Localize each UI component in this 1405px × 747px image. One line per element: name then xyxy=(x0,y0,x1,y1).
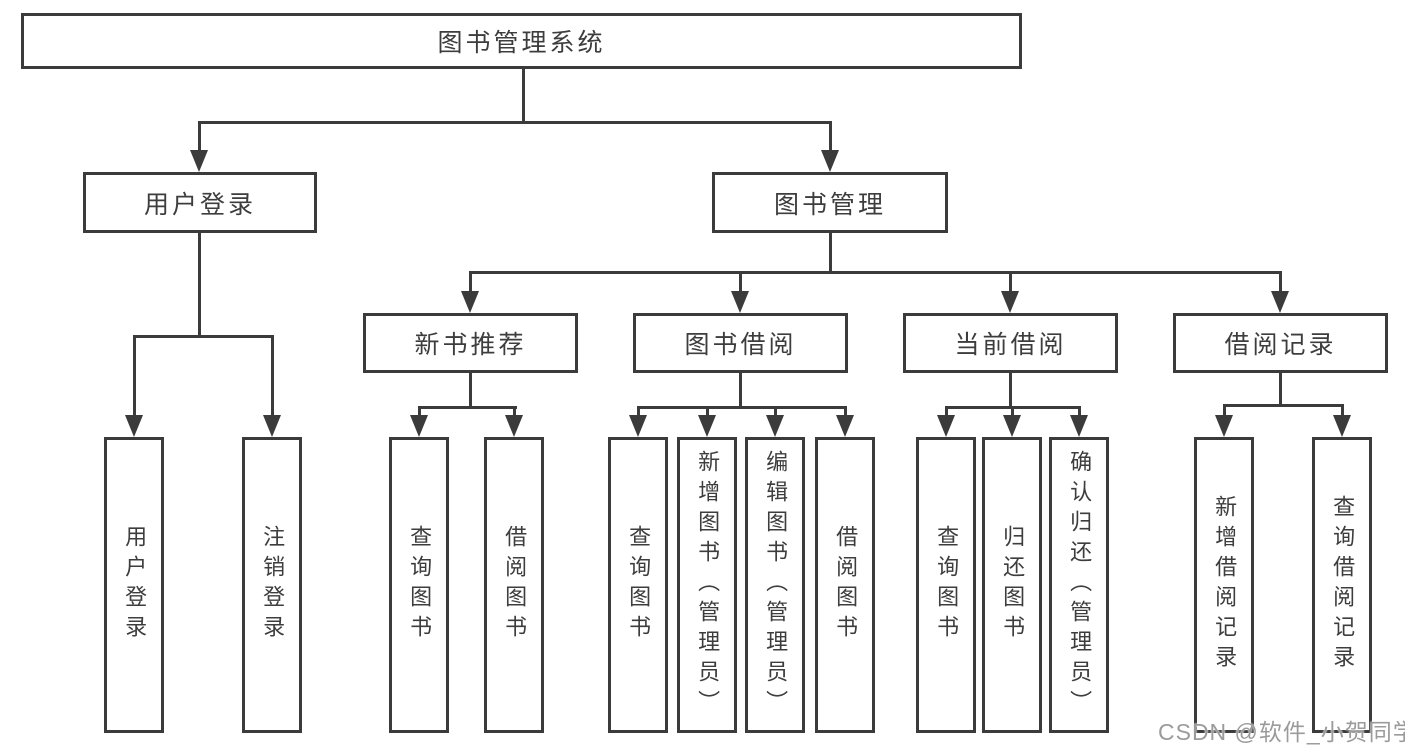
connector-line xyxy=(469,271,472,293)
watermark: CSDN @软件_小贺同学 xyxy=(1158,719,1405,745)
connector-line xyxy=(1078,406,1081,418)
connector-line xyxy=(513,406,516,418)
arrow-down-icon xyxy=(937,415,955,437)
arrow-down-icon xyxy=(629,415,647,437)
connector-line xyxy=(418,406,517,409)
connector-line xyxy=(844,406,847,418)
arrow-down-icon xyxy=(698,415,716,437)
node-leaf-logout: 注销登录 xyxy=(242,437,302,733)
node-leaf-return-books: 归还图书 xyxy=(982,437,1042,733)
node-leaf-edit-books-admin: 编辑图书（管理员） xyxy=(745,437,805,733)
node-library-management-system: 图书管理系统 xyxy=(21,13,1022,69)
node-leaf-add-books-admin: 新增图书（管理员） xyxy=(677,437,737,733)
node-new-book-recommend: 新书推荐 xyxy=(363,313,578,373)
node-leaf-query-books-2: 查询图书 xyxy=(608,437,668,733)
arrow-down-icon xyxy=(190,150,208,172)
connector-line xyxy=(418,406,421,418)
node-leaf-borrow-books-2: 借阅图书 xyxy=(815,437,875,733)
node-label: 用户登录 xyxy=(143,190,256,219)
connector-line xyxy=(829,233,832,274)
connector-line xyxy=(133,335,274,338)
node-label: 借阅图书 xyxy=(502,525,528,645)
connector-line xyxy=(469,271,1282,274)
arrow-down-icon xyxy=(410,415,428,437)
connector-line xyxy=(1279,373,1282,407)
connector-line xyxy=(829,121,832,153)
node-label: 新书推荐 xyxy=(414,331,527,359)
arrow-down-icon xyxy=(821,150,839,172)
arrow-down-icon xyxy=(731,291,749,313)
node-label: 编辑图书（管理员） xyxy=(763,450,789,720)
node-leaf-confirm-return-admin: 确认归还（管理员） xyxy=(1049,437,1109,733)
node-label: 当前借阅 xyxy=(954,331,1067,359)
node-user-login: 用户登录 xyxy=(83,172,317,233)
connector-line xyxy=(469,373,472,409)
arrow-down-icon xyxy=(1271,291,1289,313)
connector-line xyxy=(522,67,525,124)
connector-line xyxy=(1011,406,1014,418)
connector-line xyxy=(1009,271,1012,293)
connector-line xyxy=(1009,373,1012,409)
node-label: 图书管理系统 xyxy=(437,29,606,57)
node-leaf-borrow-books-1: 借阅图书 xyxy=(484,437,544,733)
node-label: 注销登录 xyxy=(260,525,286,645)
arrow-down-icon xyxy=(125,415,143,437)
connector-line xyxy=(706,406,709,418)
node-label: 新增图书（管理员） xyxy=(695,450,721,720)
connector-line xyxy=(1279,271,1282,293)
arrow-down-icon xyxy=(263,415,281,437)
node-label: 新增借阅记录 xyxy=(1212,495,1238,675)
node-label: 借阅记录 xyxy=(1224,331,1337,359)
connector-line xyxy=(774,406,777,418)
node-label: 用户登录 xyxy=(122,525,148,645)
connector-line xyxy=(739,373,742,409)
arrow-down-icon xyxy=(766,415,784,437)
connector-line xyxy=(133,335,136,417)
connector-line xyxy=(271,335,274,417)
connector-line xyxy=(198,121,832,124)
connector-line xyxy=(1341,404,1344,418)
connector-line xyxy=(198,233,201,338)
node-leaf-user-login: 用户登录 xyxy=(104,437,164,733)
node-label: 查询图书 xyxy=(934,525,960,645)
connector-line xyxy=(637,406,640,418)
node-label: 确认归还（管理员） xyxy=(1067,450,1093,720)
arrow-down-icon xyxy=(836,415,854,437)
node-current-borrow: 当前借阅 xyxy=(903,313,1118,373)
node-label: 查询借阅记录 xyxy=(1330,495,1356,675)
arrow-down-icon xyxy=(1003,415,1021,437)
node-borrow-records: 借阅记录 xyxy=(1173,313,1388,373)
node-book-borrow: 图书借阅 xyxy=(633,313,848,373)
arrow-down-icon xyxy=(461,291,479,313)
node-label: 归还图书 xyxy=(1000,525,1026,645)
connector-line xyxy=(945,406,948,418)
arrow-down-icon xyxy=(505,415,523,437)
node-label: 借阅图书 xyxy=(833,525,859,645)
node-label: 图书借阅 xyxy=(684,331,797,359)
connector-line xyxy=(198,121,201,153)
node-book-management: 图书管理 xyxy=(712,172,948,233)
arrow-down-icon xyxy=(1001,291,1019,313)
arrow-down-icon xyxy=(1070,415,1088,437)
connector-line xyxy=(1223,404,1226,418)
connector-line xyxy=(739,271,742,293)
node-leaf-add-borrow-record: 新增借阅记录 xyxy=(1194,437,1254,733)
node-leaf-query-books-1: 查询图书 xyxy=(389,437,449,733)
node-label: 图书管理 xyxy=(773,190,886,219)
connector-line xyxy=(637,406,847,409)
node-leaf-query-books-3: 查询图书 xyxy=(916,437,976,733)
arrow-down-icon xyxy=(1333,415,1351,437)
node-label: 查询图书 xyxy=(407,525,433,645)
node-leaf-query-borrow-record: 查询借阅记录 xyxy=(1312,437,1372,733)
node-label: 查询图书 xyxy=(626,525,652,645)
connector-line xyxy=(1223,404,1344,407)
arrow-down-icon xyxy=(1215,415,1233,437)
